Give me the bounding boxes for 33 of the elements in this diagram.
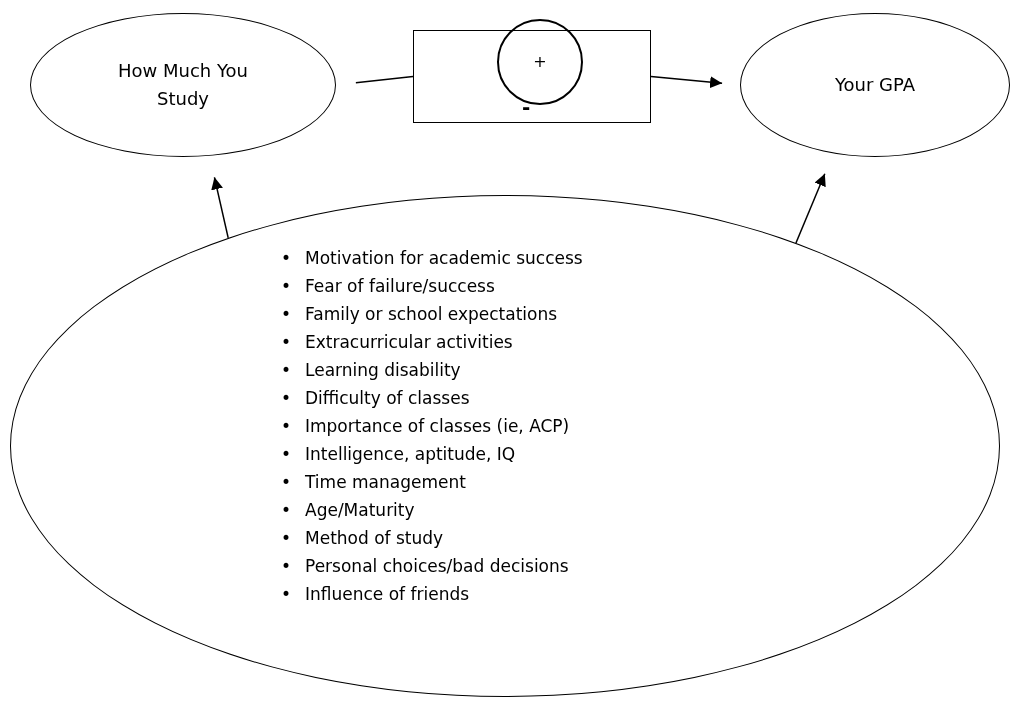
factor-item: Time management [305, 471, 466, 494]
bullet-mark: • [281, 275, 293, 298]
factor-item: Extracurricular activities [305, 331, 513, 354]
variable-ellipse: Your GPA [740, 13, 1010, 157]
bullet-mark: • [281, 443, 293, 466]
factor-item: Method of study [305, 527, 444, 550]
bullet-mark: • [281, 303, 293, 326]
variable-ellipse: How Much You Study [30, 13, 336, 157]
arrow [795, 173, 826, 244]
bullet-mark: • [281, 555, 293, 578]
bullet-mark: • [281, 387, 293, 410]
factor-item: Importance of classes (ie, ACP) [305, 415, 570, 438]
factor-item: Age/Maturity [305, 499, 415, 522]
bullet-mark: • [281, 527, 293, 550]
bullet-mark: • [281, 331, 293, 354]
arrow [650, 75, 723, 89]
factor-item: Influence of friends [305, 583, 470, 606]
connector-line [355, 75, 414, 84]
factor-item: Intelligence, aptitude, IQ [305, 443, 516, 466]
bullet-mark: • [281, 247, 293, 270]
factor-item: Personal choices/bad decisions [305, 555, 569, 578]
factor-item: Learning disability [305, 359, 461, 382]
bullet-mark: • [281, 499, 293, 522]
bullet-mark: • [281, 415, 293, 438]
factor-item: Difficulty of classes [305, 387, 470, 410]
bullet-mark: • [281, 359, 293, 382]
bullet-mark: • [281, 583, 293, 606]
factor-item: Fear of failure/success [305, 275, 495, 298]
moderator-box [413, 30, 651, 123]
factor-item: Family or school expectations [305, 303, 558, 326]
arrow [211, 176, 229, 239]
bullet-mark: • [281, 471, 293, 494]
factor-item: Motivation for academic success [305, 247, 583, 270]
